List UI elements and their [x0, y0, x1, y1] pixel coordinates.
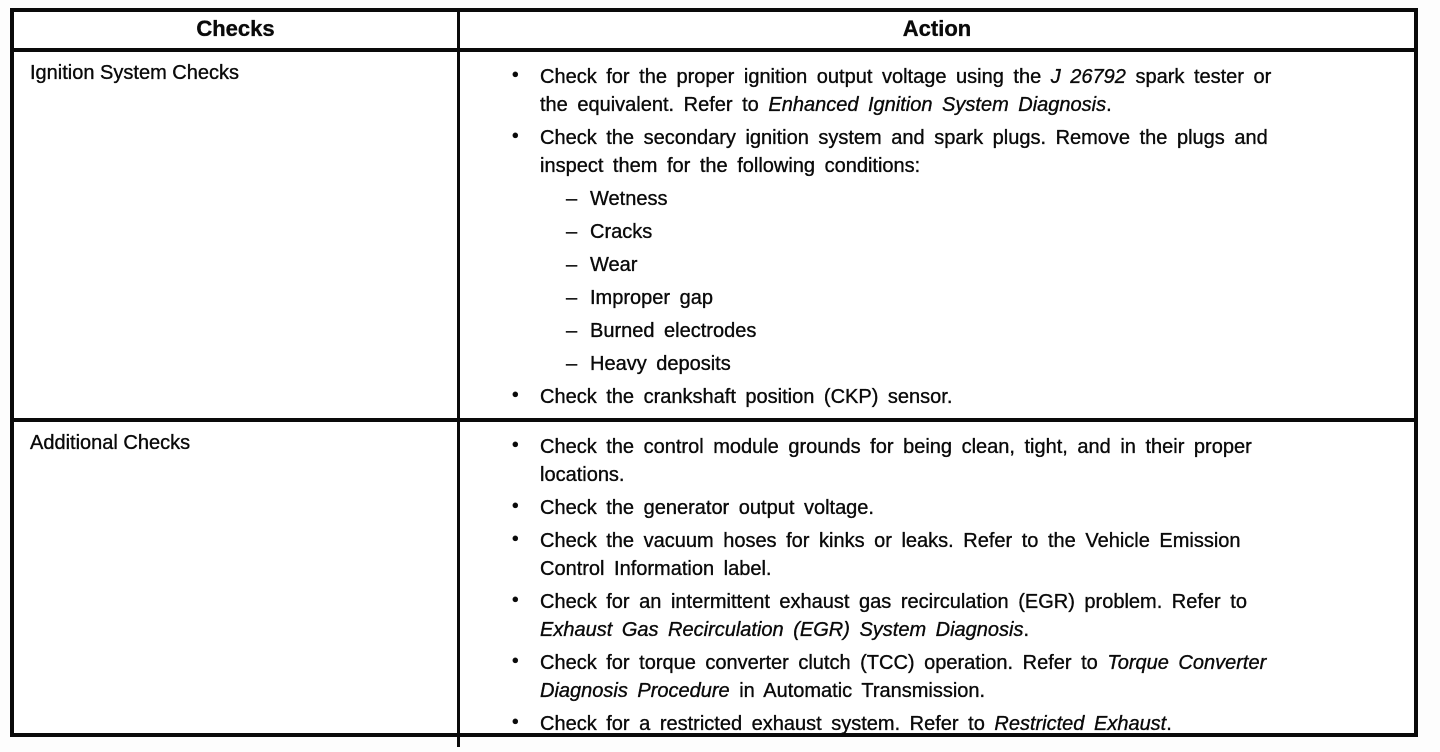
action-list: • Check the control module grounds for be… — [460, 433, 1390, 738]
text-run: Check the vacuum hoses for kinks or leak… — [540, 530, 1241, 552]
text-run: in Automatic Transmission. — [729, 680, 986, 702]
italic-text-run: Torque Converter — [1107, 652, 1267, 674]
bullet-icon: • — [512, 435, 519, 456]
text-run: . — [1166, 713, 1172, 735]
condition-item: –Cracks — [540, 218, 1390, 246]
dash-icon: – — [566, 320, 578, 342]
action-cell: • Check the control module grounds for be… — [457, 422, 1414, 747]
dash-icon: – — [566, 221, 578, 243]
text-run: Check for an intermittent exhaust gas re… — [540, 591, 1247, 613]
dash-icon: – — [566, 188, 578, 210]
action-text: Check the secondary ignition system and … — [540, 127, 1268, 177]
text-run: Check for torque converter clutch (TCC) … — [540, 652, 1108, 674]
table-row: Additional Checks • Check the control mod… — [14, 418, 1414, 747]
action-item: • Check the control module grounds for be… — [460, 433, 1390, 489]
text-run: inspect them for the following condition… — [540, 155, 921, 177]
italic-text-run: J 26792 — [1050, 66, 1127, 88]
condition-item: –Heavy deposits — [540, 350, 1390, 378]
column-header-action: Action — [457, 12, 1414, 48]
column-header-checks: Checks — [196, 16, 275, 41]
text-run: Control Information label. — [540, 558, 772, 580]
table-header-row: Checks Action — [14, 12, 1414, 52]
dash-icon: – — [566, 287, 578, 309]
condition-item: –Burned electrodes — [540, 317, 1390, 345]
condition-text: Wear — [590, 254, 638, 276]
action-text: Check the control module grounds for bei… — [540, 436, 1252, 486]
bullet-icon: • — [512, 651, 519, 672]
action-text: Check the vacuum hoses for kinks or leak… — [540, 530, 1241, 580]
check-cell-label: Ignition System Checks — [30, 62, 239, 84]
action-item: • Check the crankshaft position (CKP) sen… — [460, 383, 1390, 411]
text-run: . — [1023, 619, 1030, 641]
bullet-icon: • — [512, 529, 519, 550]
condition-item: –Wetness — [540, 185, 1390, 213]
action-item: • Check the vacuum hoses for kinks or lea… — [460, 527, 1390, 583]
action-text: Check for the proper ignition output vol… — [540, 66, 1272, 116]
condition-item: –Improper gap — [540, 284, 1390, 312]
text-run: Check the generator output voltage. — [540, 497, 874, 519]
action-list: • Check for the proper ignition output vo… — [460, 63, 1390, 411]
action-text: Check for torque converter clutch (TCC) … — [540, 652, 1267, 702]
table-body: Ignition System Checks • Check for the pr… — [14, 52, 1414, 747]
italic-text-run: Restricted Exhaust — [994, 713, 1167, 735]
text-run: Check for the proper ignition output vol… — [540, 66, 1051, 88]
dash-icon: – — [566, 254, 578, 276]
text-run: Check the control module grounds for bei… — [540, 436, 1252, 458]
bullet-icon: • — [512, 712, 519, 733]
condition-text: Improper gap — [590, 287, 713, 309]
action-item: • Check for torque converter clutch (TCC)… — [460, 649, 1390, 705]
action-cell: • Check for the proper ignition output vo… — [457, 52, 1414, 418]
dash-icon: – — [566, 353, 578, 375]
bullet-icon: • — [512, 590, 519, 611]
action-item: • Check for an intermittent exhaust gas r… — [460, 588, 1390, 644]
action-item: • Check for a restricted exhaust system. … — [460, 710, 1390, 738]
condition-text: Wetness — [590, 188, 668, 210]
condition-list: –Wetness–Cracks–Wear–Improper gap–Burned… — [540, 185, 1390, 378]
action-text: Check for an intermittent exhaust gas re… — [540, 591, 1247, 641]
bullet-icon: • — [512, 385, 519, 406]
condition-text: Cracks — [590, 221, 653, 243]
check-cell: Additional Checks — [14, 422, 457, 747]
table-row: Ignition System Checks • Check for the pr… — [14, 52, 1414, 418]
italic-text-run: Enhanced Ignition System Diagnosis — [768, 94, 1107, 116]
action-item: • Check for the proper ignition output vo… — [460, 63, 1390, 119]
bullet-icon: • — [512, 65, 519, 86]
text-run: . — [1106, 94, 1112, 116]
condition-text: Burned electrodes — [590, 320, 757, 342]
action-item: • Check the secondary ignition system and… — [460, 124, 1390, 378]
diagnostic-table: Checks Action Ignition System Checks • Ch… — [10, 8, 1418, 747]
text-run: locations. — [540, 464, 625, 486]
bullet-icon: • — [512, 496, 519, 517]
action-text: Check the crankshaft position (CKP) sens… — [540, 386, 953, 408]
action-text: Check the generator output voltage. — [540, 497, 874, 519]
action-item: • Check the generator output voltage. — [460, 494, 1390, 522]
check-cell-label: Additional Checks — [30, 432, 191, 454]
check-cell: Ignition System Checks — [14, 52, 457, 418]
condition-item: –Wear — [540, 251, 1390, 279]
action-text: Check for a restricted exhaust system. R… — [540, 713, 1172, 735]
italic-text-run: Diagnosis Procedure — [540, 680, 730, 702]
text-run: spark tester or — [1125, 66, 1272, 88]
text-run: Check the secondary ignition system and … — [540, 127, 1268, 149]
italic-text-run: Exhaust Gas Recirculation (EGR) System D… — [540, 619, 1024, 641]
text-run: the equivalent. Refer to — [540, 94, 769, 116]
bullet-icon: • — [512, 126, 519, 147]
text-run: Check the crankshaft position (CKP) sens… — [540, 386, 953, 408]
text-run: Check for a restricted exhaust system. R… — [540, 713, 995, 735]
condition-text: Heavy deposits — [590, 353, 731, 375]
